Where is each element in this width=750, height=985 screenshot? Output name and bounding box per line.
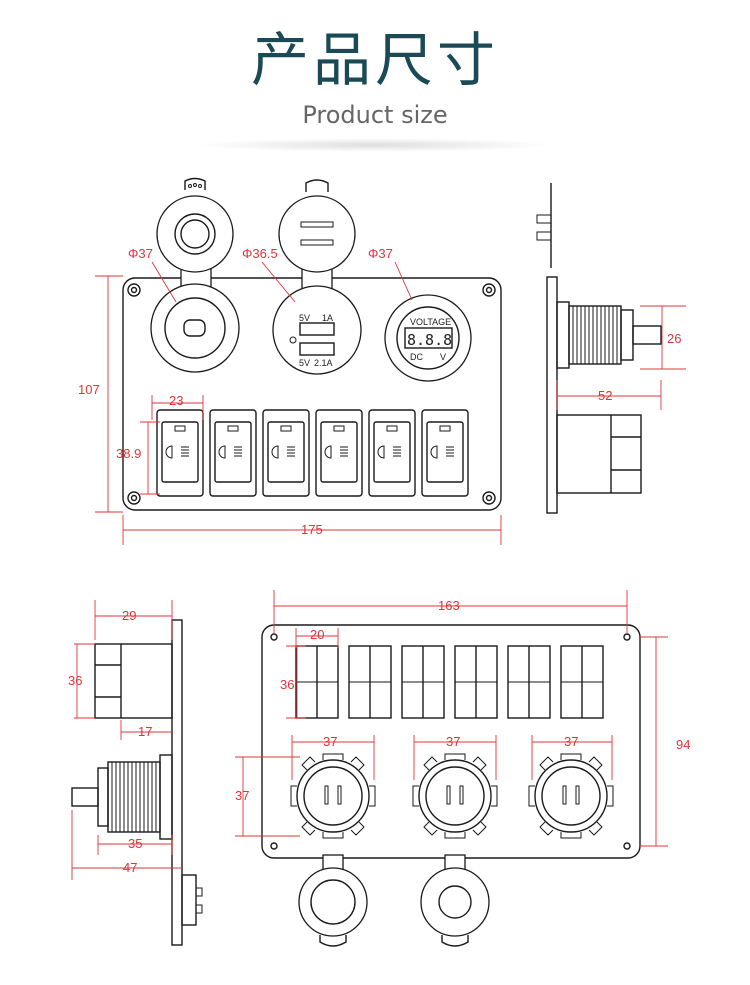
dim-socket-a: 37	[323, 734, 337, 749]
dim-switch-depth: 29	[122, 608, 136, 623]
usb-bottom-voltage-label: 5V	[299, 358, 310, 368]
page-title: 产品尺寸	[250, 26, 499, 94]
side-view-2: 29 36 17 35 47	[68, 600, 203, 946]
dim-socket-depth: 35	[128, 836, 142, 851]
lighter-socket	[150, 177, 240, 373]
dim-total-depth: 47	[123, 860, 137, 875]
back-socket-row	[290, 753, 614, 839]
dim-socket-diameter: 26	[667, 331, 681, 346]
dim-switch-body-height: 36	[68, 673, 82, 688]
voltmeter-unit-label: V	[440, 352, 446, 362]
dim-back-switch-height: 36	[280, 677, 294, 692]
side-view: 26 52	[536, 183, 686, 514]
usb-socket	[272, 179, 362, 375]
page-subtitle: Product size	[302, 101, 448, 129]
dim-panel-height: 107	[78, 382, 100, 397]
voltmeter-digits: 8.8.8	[407, 331, 452, 349]
dim-socket-b: 37	[446, 734, 460, 749]
dim-panel-width: 175	[301, 522, 323, 537]
back-view: 163 20 36 37 37 37 37 94	[235, 590, 690, 947]
usb-bottom-current-label: 2.1A	[314, 358, 333, 368]
title-shadow-divider	[195, 138, 555, 152]
back-caps	[298, 854, 490, 947]
dim-socket-c: 37	[564, 734, 578, 749]
dim-hole-span: 163	[438, 598, 460, 613]
dim-back-switch-width: 20	[310, 627, 324, 642]
back-switch-row	[295, 645, 604, 719]
usb-top-current-label: 1A	[322, 313, 333, 323]
usb-top-voltage-label: 5V	[299, 313, 310, 323]
dim-back-panel-height: 94	[676, 737, 690, 752]
dim-switch-height: 38.9	[116, 446, 141, 461]
front-view: 5V 1A 5V 2.1A VOLTAGE 8.8.8 DC V	[78, 177, 502, 545]
dim-usb-diameter: Φ36.5	[242, 246, 278, 261]
dim-switch-inner: 17	[138, 724, 152, 739]
dim-lighter-diameter: Φ37	[128, 246, 153, 261]
voltmeter-title: VOLTAGE	[410, 317, 451, 327]
voltmeter-dc-label: DC	[410, 352, 423, 362]
dim-switch-width: 23	[169, 393, 183, 408]
dim-voltmeter-diameter: Φ37	[368, 246, 393, 261]
rocker-switch-row	[156, 409, 469, 497]
dim-socket-height: 37	[235, 788, 249, 803]
dim-side-depth: 52	[598, 388, 612, 403]
voltmeter	[384, 294, 472, 382]
